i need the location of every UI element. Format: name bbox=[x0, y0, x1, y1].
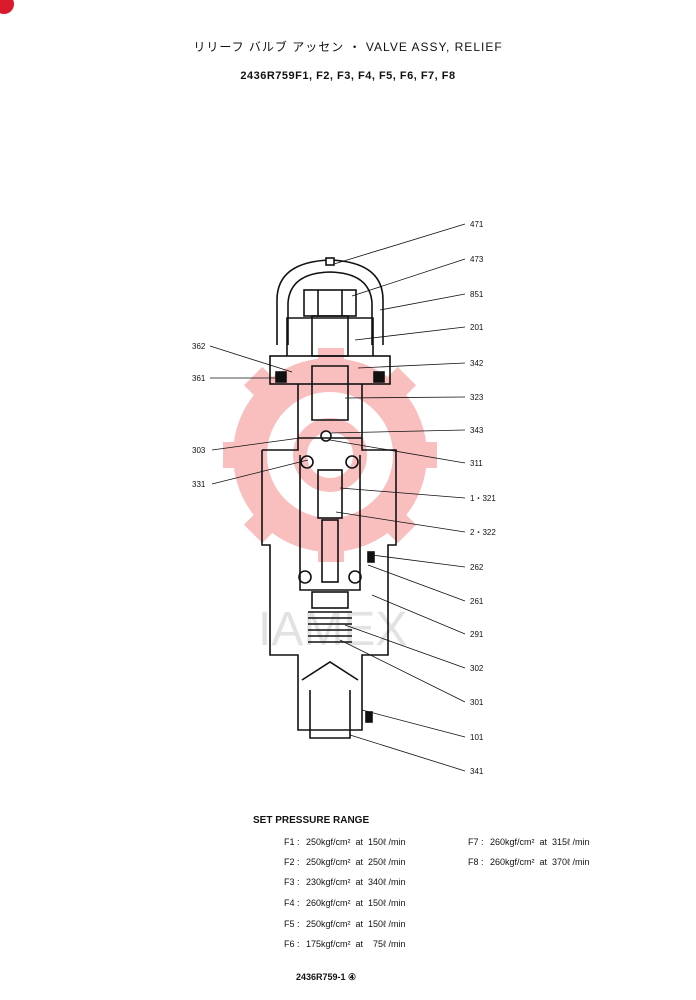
part-label: 303 bbox=[192, 446, 206, 455]
part-label: 341 bbox=[470, 767, 484, 776]
pressure-row: F1 :250kgf/cm² at 150ℓ /min bbox=[284, 837, 406, 847]
watermark-gear-icon bbox=[223, 348, 437, 562]
pressure-heading: SET PRESSURE RANGE bbox=[253, 815, 370, 826]
page-title: リリーフ バルブ アッセン ・ VALVE ASSY, RELIEF bbox=[193, 40, 503, 54]
part-label: 342 bbox=[470, 359, 484, 368]
part-label: 101 bbox=[470, 733, 484, 742]
part-label: 343 bbox=[470, 426, 484, 435]
part-label: 323 bbox=[470, 393, 484, 402]
drawing-number: 2436R759-1 ④ bbox=[296, 972, 357, 982]
part-label: 261 bbox=[470, 597, 484, 606]
pressure-row: F5 :250kgf/cm² at 150ℓ /min bbox=[284, 919, 406, 929]
part-label: 302 bbox=[470, 664, 484, 673]
part-label: 1・321 bbox=[470, 494, 496, 503]
part-labels-left: 362 361 303 331 bbox=[192, 342, 206, 489]
part-labels-right: 471 473 851 201 342 323 343 311 1・321 2・… bbox=[470, 220, 496, 776]
pressure-row: F8 :260kgf/cm² at 370ℓ /min bbox=[468, 857, 590, 867]
part-label: 471 bbox=[470, 220, 484, 229]
part-label: 2・322 bbox=[470, 528, 496, 537]
part-label: 311 bbox=[470, 459, 483, 468]
part-label: 851 bbox=[470, 290, 484, 299]
pressure-row: F3 :230kgf/cm² at 340ℓ /min bbox=[284, 877, 406, 887]
leader-lines bbox=[329, 223, 466, 772]
part-label: 301 bbox=[470, 698, 484, 707]
part-label: 291 bbox=[470, 630, 484, 639]
part-label: 361 bbox=[192, 374, 206, 383]
part-label: 201 bbox=[470, 323, 484, 332]
pressure-row: F2 :250kgf/cm² at 250ℓ /min bbox=[284, 857, 406, 867]
pressure-row: F4 :260kgf/cm² at 150ℓ /min bbox=[284, 898, 406, 908]
pressure-row: F7 :260kgf/cm² at 315ℓ /min bbox=[468, 837, 590, 847]
pressure-row: F6 :175kgf/cm² at 75ℓ /min bbox=[284, 939, 406, 949]
part-label: 473 bbox=[470, 255, 484, 264]
valve-body bbox=[261, 257, 397, 739]
model-number: 2436R759F1, F2, F3, F4, F5, F6, F7, F8 bbox=[240, 70, 456, 82]
part-label: 331 bbox=[192, 480, 206, 489]
part-label: 262 bbox=[470, 563, 484, 572]
part-label: 362 bbox=[192, 342, 206, 351]
corner-badge bbox=[0, 0, 14, 14]
